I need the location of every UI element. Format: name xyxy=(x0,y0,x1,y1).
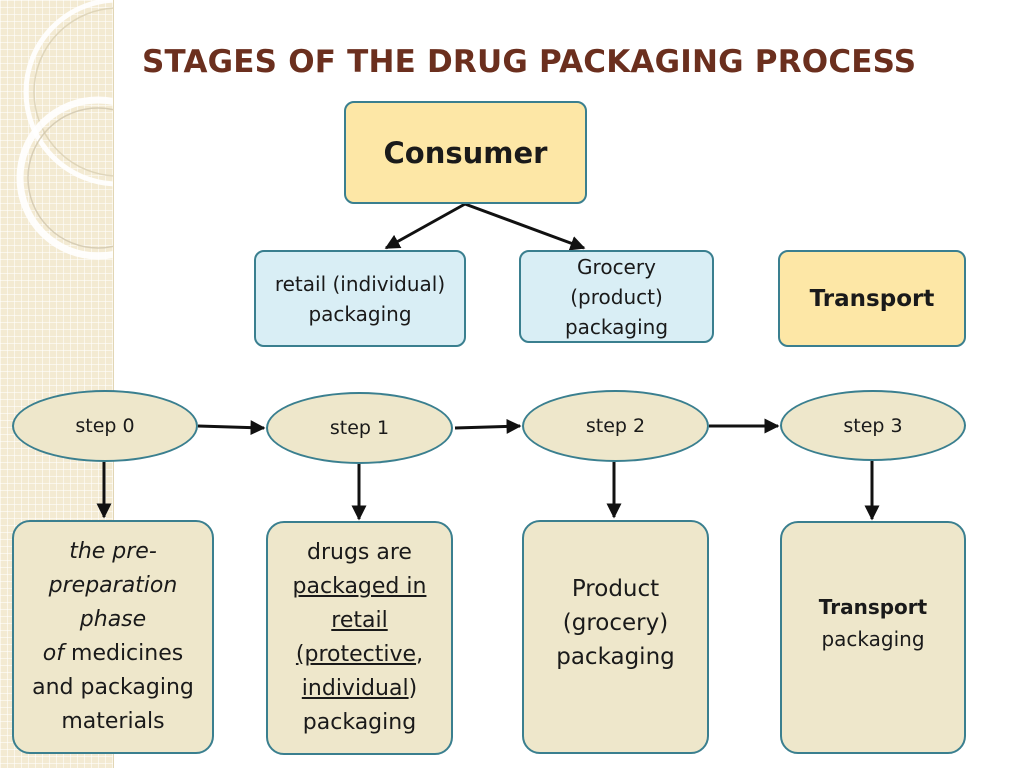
step0-desc-line-1: the pre- xyxy=(69,539,157,564)
step0-desc-line-6: materials xyxy=(61,709,165,734)
step1-desc-protective: protective xyxy=(304,642,417,667)
step-0-label: step 0 xyxy=(75,415,135,437)
step1-desc-line-6: packaging xyxy=(302,710,417,735)
step-0-node: step 0 xyxy=(12,390,198,462)
step1-desc-line-3: retail xyxy=(331,608,388,633)
step1-desc-line-2: packaged in xyxy=(292,574,427,599)
step0-desc-line-5: and packaging xyxy=(32,675,194,700)
retail-packaging-node: retail (individual) packaging xyxy=(254,250,466,347)
step1-desc-line-4: (protective, xyxy=(293,638,427,672)
transport-node: Transport xyxy=(778,250,966,347)
retail-line-1: retail (individual) xyxy=(274,271,446,296)
transport-label: Transport xyxy=(809,285,935,312)
step3-desc-transport: Transport xyxy=(818,595,928,619)
step-0-description: the pre- preparation phase of medicines … xyxy=(12,520,214,754)
step-2-node: step 2 xyxy=(522,390,709,462)
step2-desc-line-1: Product xyxy=(571,576,660,602)
grocery-line-3: packaging xyxy=(564,314,669,339)
step-1-label: step 1 xyxy=(329,417,390,439)
grocery-line-1: Grocery xyxy=(577,254,656,279)
arrow-step1-step2 xyxy=(454,418,522,434)
step0-desc-of: of xyxy=(42,641,65,666)
decorative-rings xyxy=(16,0,113,260)
slide-title: STAGES OF THE DRUG PACKAGING PROCESS xyxy=(142,44,917,80)
arrow-step0-step1 xyxy=(197,420,266,436)
consumer-label: Consumer xyxy=(383,135,548,170)
step1-desc-line-5: individual) xyxy=(293,672,427,706)
grocery-packaging-node: Grocery (product) packaging xyxy=(519,250,714,343)
step-3-label: step 3 xyxy=(843,414,903,437)
step2-desc-line-2: (grocery) xyxy=(562,610,669,636)
consumer-node: Consumer xyxy=(344,101,587,204)
step0-desc-line-4: of medicines xyxy=(32,637,194,671)
retail-line-2: packaging xyxy=(308,301,412,326)
arrow-consumer-grocery xyxy=(464,202,586,251)
arrow-consumer-retail xyxy=(384,202,466,250)
step1-desc-individual: individual xyxy=(301,676,409,701)
step3-desc-packaging: packaging xyxy=(821,627,925,651)
step-2-label: step 2 xyxy=(585,415,646,437)
step-1-node: step 1 xyxy=(266,392,453,464)
step-3-node: step 3 xyxy=(780,390,966,461)
step0-desc-line-2: preparation xyxy=(48,573,178,598)
step0-desc-medicines: medicines xyxy=(64,641,184,666)
grocery-line-2: (product) xyxy=(570,284,663,309)
step1-desc-close-paren: ) xyxy=(408,676,418,701)
step-2-description: Product (grocery) packaging xyxy=(522,520,709,754)
step-1-description: drugs are packaged in retail (protective… xyxy=(266,521,453,755)
step-3-description: Transport packaging xyxy=(780,521,966,754)
step1-desc-comma: , xyxy=(416,642,424,667)
step2-desc-line-3: packaging xyxy=(556,644,675,670)
step1-desc-line-1: drugs are xyxy=(307,540,412,565)
step0-desc-line-3: phase xyxy=(79,607,147,632)
step1-desc-open-paren: ( xyxy=(295,642,305,667)
